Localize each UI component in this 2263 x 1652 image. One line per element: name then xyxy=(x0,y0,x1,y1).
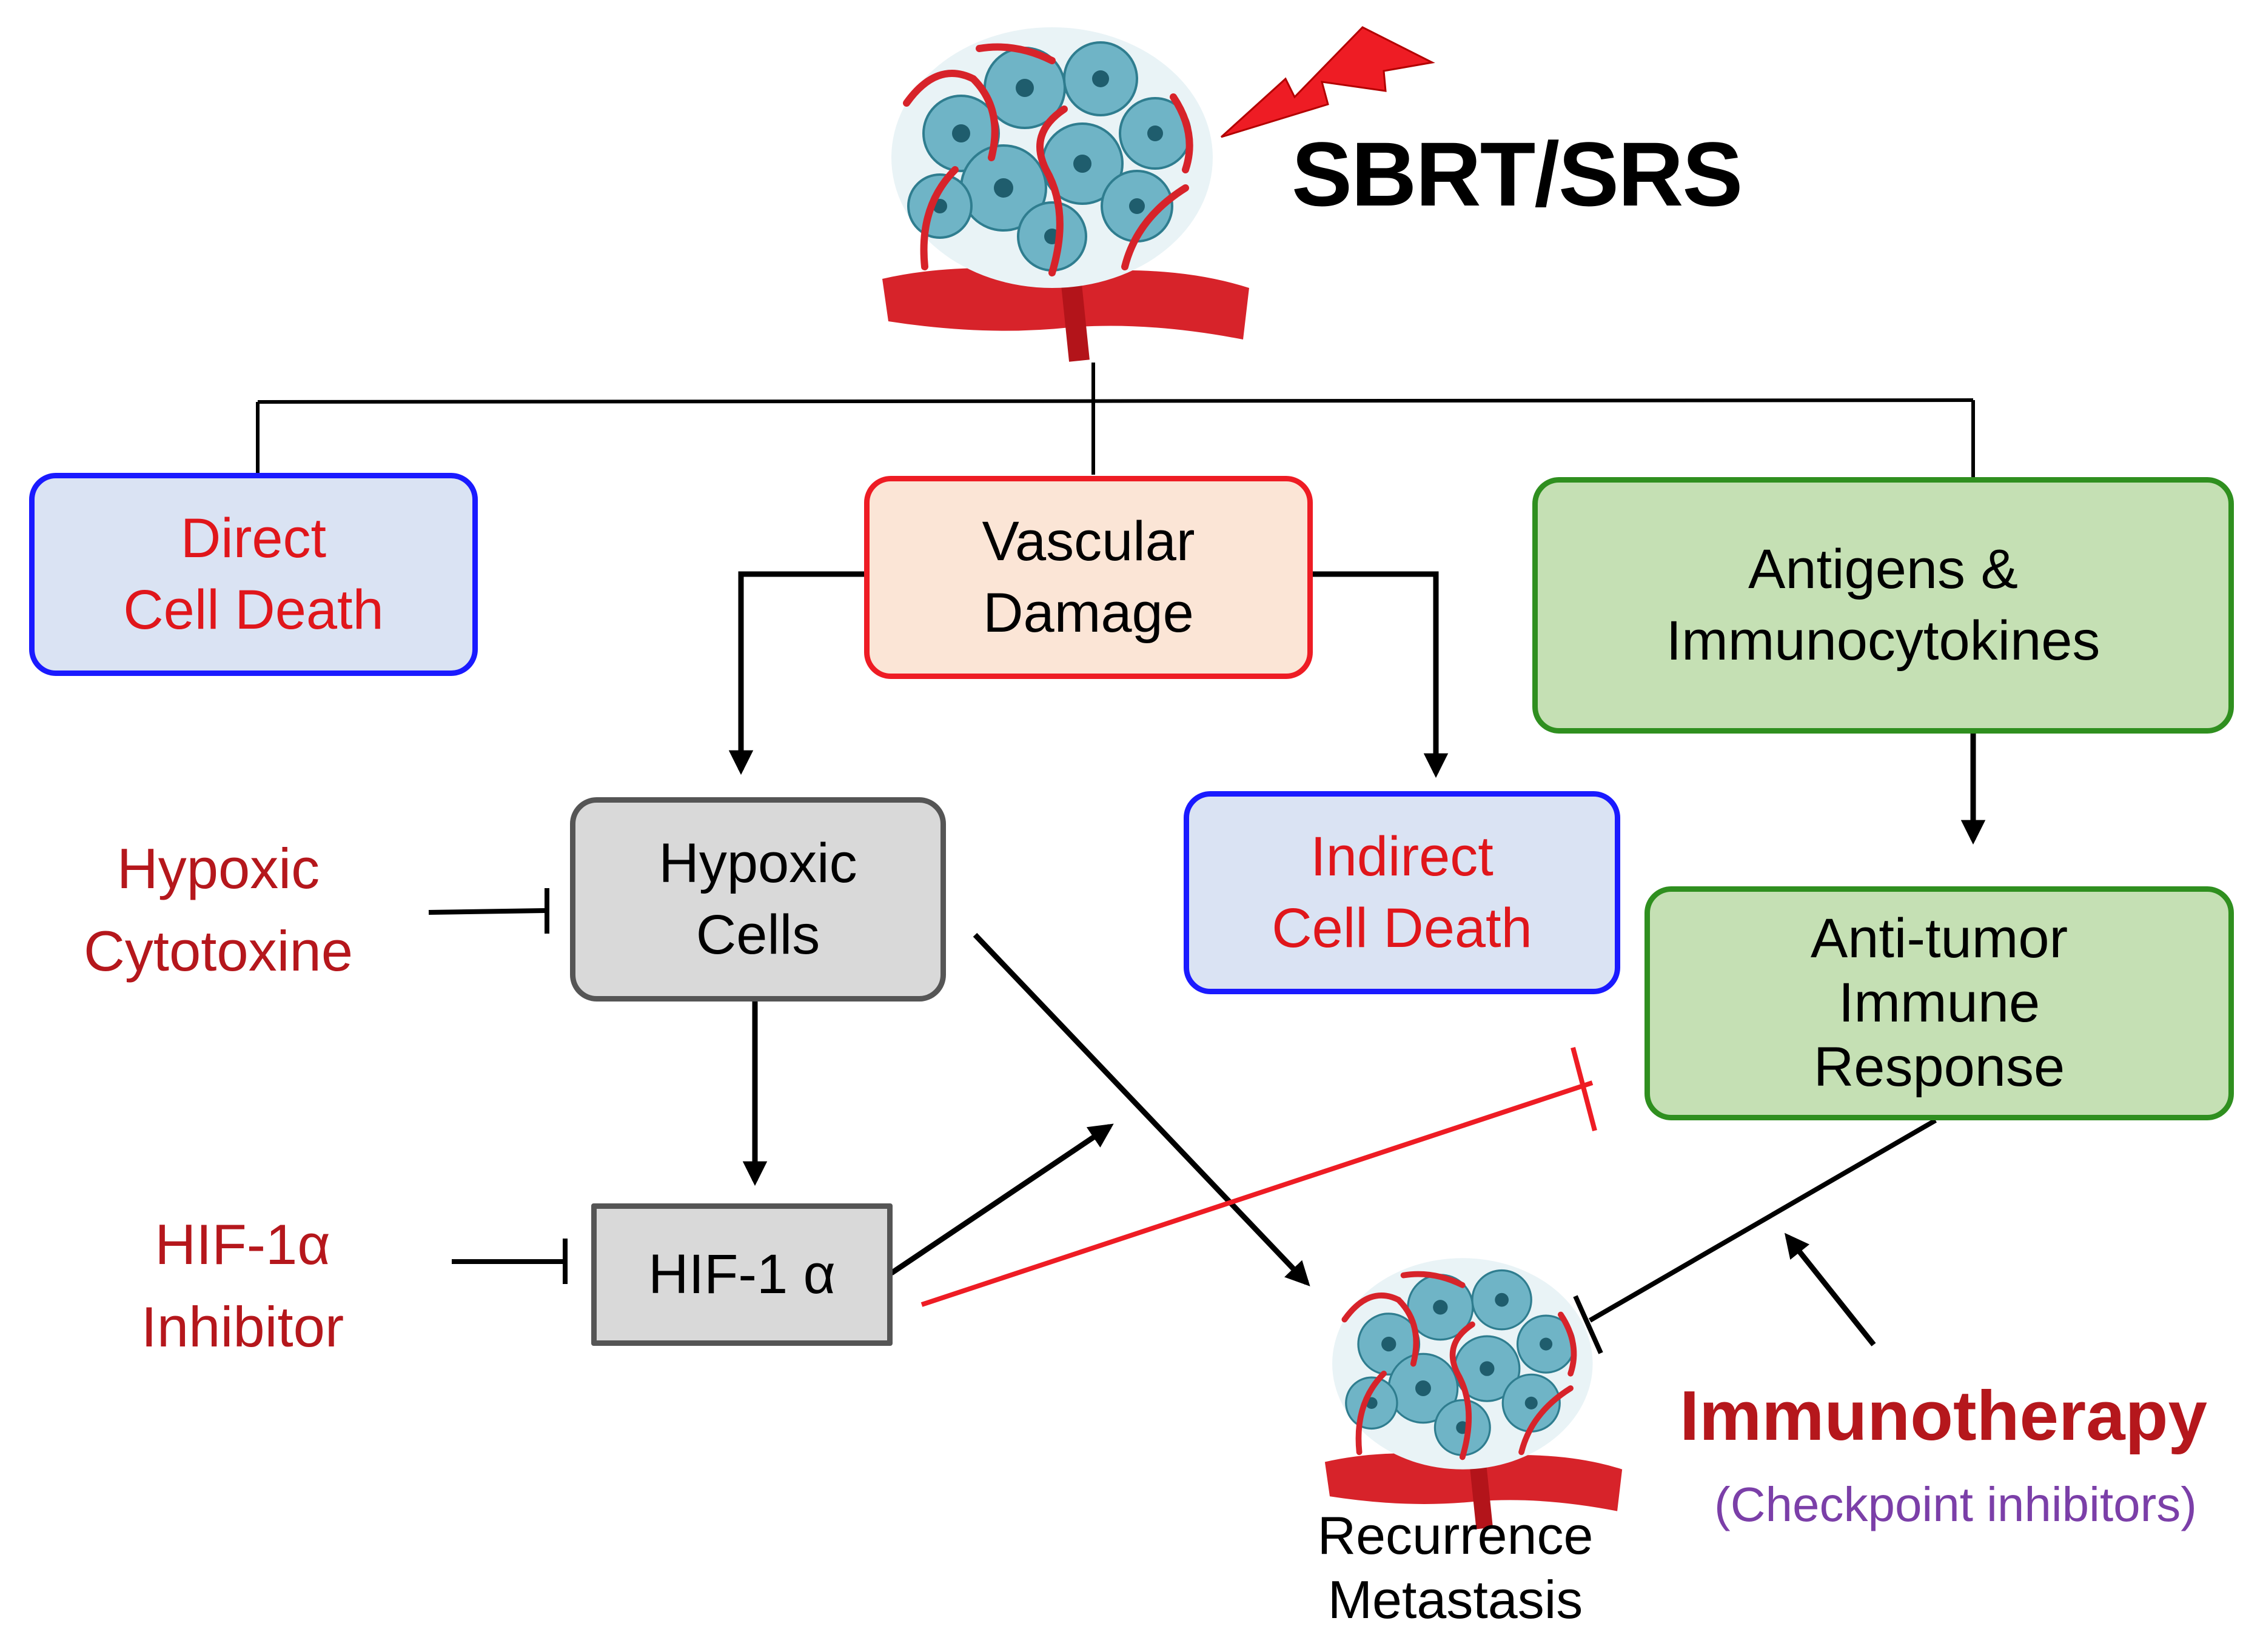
arrow-hif-up xyxy=(890,1123,1114,1276)
label-line: Hypoxic xyxy=(116,837,320,900)
label-line: Cytotoxine xyxy=(83,919,354,983)
arrow-vascular-to-indirect xyxy=(1313,571,1449,778)
tumor-image-top xyxy=(882,27,1249,362)
arrow-hypoxic-to-recurrence xyxy=(973,932,1310,1286)
box-text: Direct xyxy=(180,507,327,569)
label-line: Inhibitor xyxy=(141,1295,344,1359)
immunotherapy-label: Immunotherapy xyxy=(1679,1376,2208,1455)
box-text: Cells xyxy=(696,903,820,966)
box-text: Immunocytokines xyxy=(1666,609,2100,672)
label-line: Recurrence xyxy=(1317,1505,1594,1565)
diagram-title: SBRT/SRS xyxy=(1292,123,1743,225)
indirect-cell-death-box: Indirect Cell Death xyxy=(1184,791,1620,994)
branch-line xyxy=(257,398,1974,404)
hif-inhibitor-label: HIF-1α Inhibitor xyxy=(61,1203,424,1369)
checkpoint-inhibitors-label: (Checkpoint inhibitors) xyxy=(1714,1477,2197,1531)
arrow-immunotherapy-to-antitumor xyxy=(1784,1232,1876,1346)
lightning-bolt-icon xyxy=(1220,26,1435,138)
label-line: HIF-1α xyxy=(155,1212,330,1276)
box-text: Hypoxic xyxy=(659,832,857,894)
vascular-damage-box: Vascular Damage xyxy=(864,476,1313,679)
inhibit-line-antitumor xyxy=(1588,1118,1937,1323)
inhibit-bar-hif-antitumor xyxy=(1571,1046,1597,1132)
box-text: Immune xyxy=(1838,972,2040,1034)
tumor-image-bottom xyxy=(1324,1258,1623,1530)
box-text: Antigens & xyxy=(1748,538,2018,600)
box-text: Response xyxy=(1813,1035,2065,1098)
box-text: Cell Death xyxy=(1272,897,1532,959)
inhibit-line-hif-antitumor xyxy=(920,1080,1594,1307)
hypoxic-cytotoxine-label: Hypoxic Cytotoxine xyxy=(36,828,400,993)
inhibit-line-cytotoxine xyxy=(428,908,546,915)
hypoxic-cells-box: Hypoxic Cells xyxy=(570,797,946,1002)
inhibit-bar-antitumor xyxy=(1573,1295,1603,1354)
antitumor-response-box: Anti-tumor Immune Response xyxy=(1644,886,2234,1120)
label-line: Metastasis xyxy=(1327,1569,1583,1630)
arrow-vascular-to-hypoxic xyxy=(728,571,864,775)
box-text: Indirect xyxy=(1310,825,1494,888)
hif-1-alpha-box: HIF-1 α xyxy=(591,1203,893,1346)
box-text: Vascular xyxy=(982,510,1195,572)
direct-cell-death-box: Direct Cell Death xyxy=(29,473,478,676)
box-text: HIF-1 α xyxy=(648,1243,836,1305)
box-text: Cell Death xyxy=(123,578,384,641)
box-text: Damage xyxy=(983,581,1194,644)
recurrence-metastasis-label: Recurrence Metastasis xyxy=(1267,1503,1643,1631)
antigens-box: Antigens & Immunocytokines xyxy=(1532,477,2234,734)
box-text: Anti-tumor xyxy=(1810,908,2068,970)
